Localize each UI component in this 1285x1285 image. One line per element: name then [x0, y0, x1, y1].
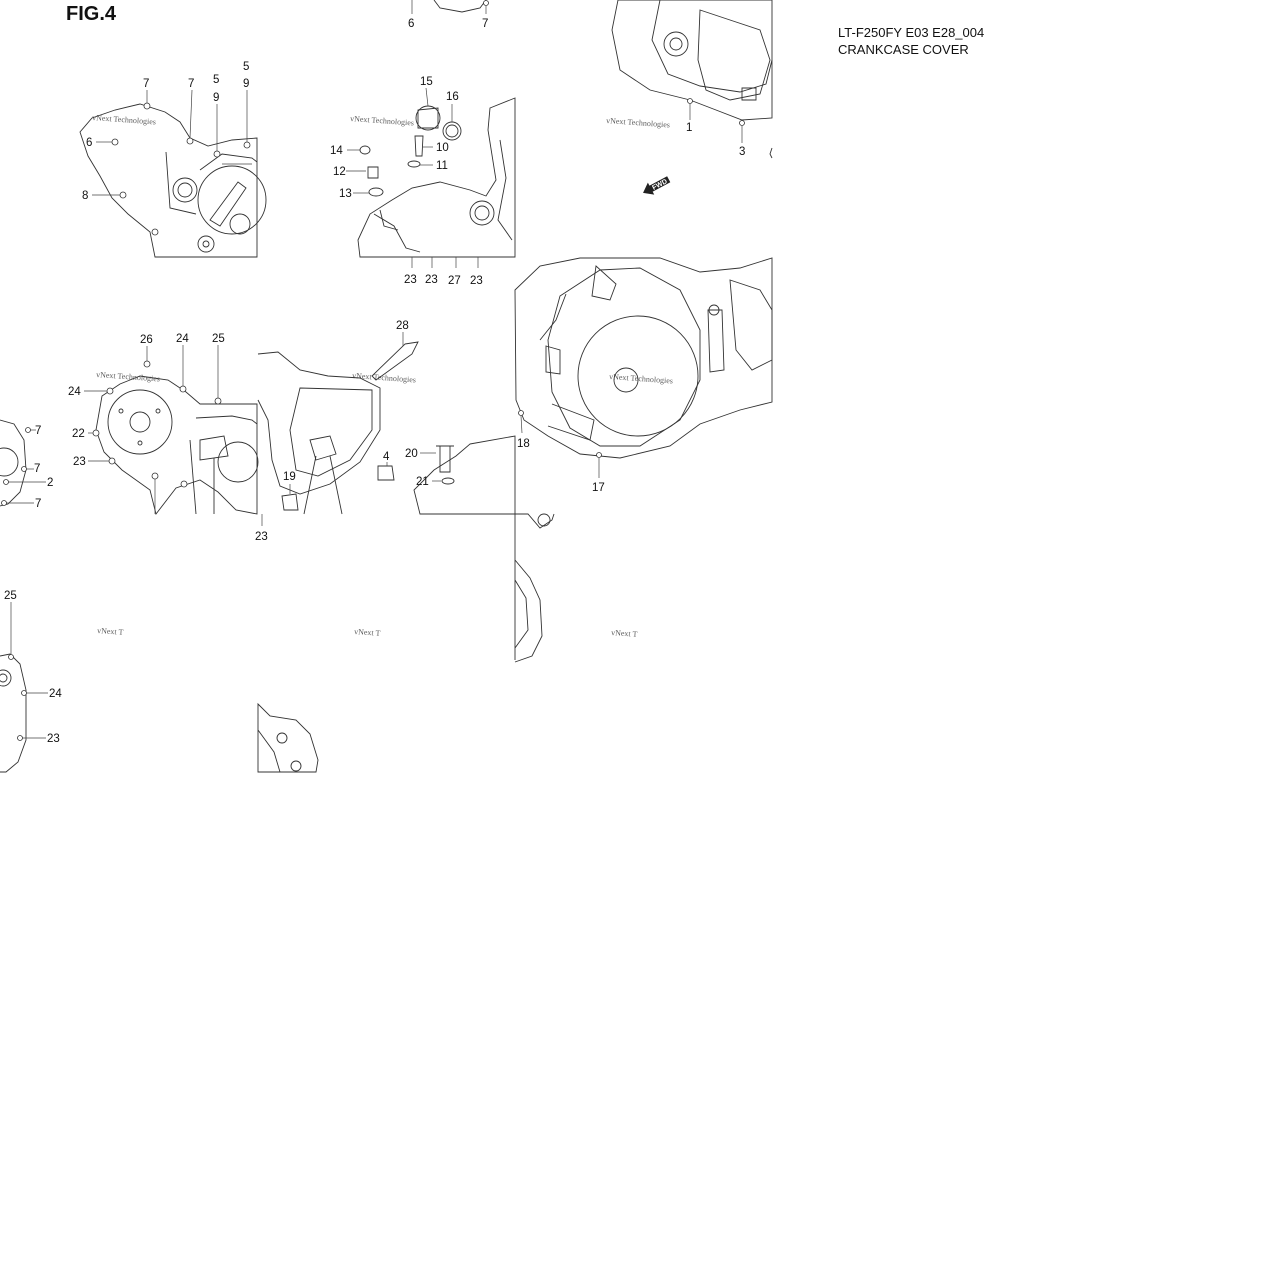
watermark: vNext Technologies: [92, 113, 156, 126]
callout: 19: [283, 471, 296, 483]
figure-title: FIG.4: [66, 3, 117, 25]
callout: 7: [35, 425, 41, 437]
callout: 15: [420, 76, 433, 88]
callout: 20: [405, 448, 418, 460]
forward-marker-label: FWD: [651, 178, 668, 192]
callout: 27: [448, 275, 461, 287]
callout: 4: [383, 451, 390, 463]
callout: 23: [73, 456, 86, 468]
tile-crankcase-lower: [514, 513, 555, 663]
callout: 12: [333, 166, 346, 178]
callout: 5: [213, 74, 219, 86]
callout: 23: [470, 275, 483, 287]
callout: 7: [188, 78, 194, 90]
callout: 26: [140, 334, 153, 346]
tile-left-cover-mid: 7 7 2 7 26 24 25 24 22 23: [0, 333, 259, 516]
callout: 7: [35, 498, 41, 510]
callout: 24: [49, 688, 62, 700]
callout: 8: [82, 190, 88, 202]
tile-housing-mid: 28 19 4 20 21 23: [255, 320, 516, 543]
part-name-label: CRANKCASE COVER: [838, 42, 969, 57]
callout: 22: [72, 428, 85, 440]
callout: 25: [4, 590, 17, 602]
callout: 6: [408, 18, 414, 30]
callout: 7: [482, 18, 488, 30]
callout: 3: [739, 146, 745, 158]
watermark: vNext Technologies: [609, 372, 673, 385]
callout: 21: [416, 476, 429, 488]
watermark: vNext Technologies: [352, 371, 416, 384]
callout: 24: [176, 333, 189, 345]
callout: 1: [686, 122, 692, 134]
tile-filler-top: 6 7 15 16 14 10 12 11 13 23 2: [330, 0, 516, 287]
callout: 9: [213, 92, 219, 104]
callout: 5: [243, 61, 249, 73]
callout: 2: [47, 477, 53, 489]
callout: 7: [34, 463, 40, 475]
callout: 25: [212, 333, 225, 345]
watermark: vNext Technologies: [350, 114, 414, 127]
callout: 23: [404, 274, 417, 286]
callout: 18: [517, 438, 530, 450]
tile-housing-lower: [257, 702, 319, 773]
callout: 7: [143, 78, 149, 90]
watermark: vNext Technologies: [606, 116, 670, 129]
callout: 28: [396, 320, 409, 332]
callout: 23: [47, 733, 60, 745]
callout: 24: [68, 386, 81, 398]
watermark: vNext T: [611, 628, 638, 639]
callout: 6: [86, 137, 92, 149]
callout: 17: [592, 482, 605, 494]
callout: 16: [446, 91, 459, 103]
tile-crankcase-top-right: 1 3 FWD: [611, 0, 773, 195]
callout: 14: [330, 145, 343, 157]
callout: 13: [339, 188, 352, 200]
tile-crankcase-cover-mid: 18 17: [514, 257, 773, 494]
watermarks: vNext Technologies vNext Technologies vN…: [92, 113, 673, 639]
model-code-label: LT-F250FY E03 E28_004: [838, 25, 985, 40]
tile-left-cover-top: 7 7 5 9 5 9 6 8: [79, 61, 267, 258]
watermark: vNext T: [354, 627, 381, 638]
callout: 10: [436, 142, 449, 154]
callout: 23: [255, 531, 268, 543]
watermark: vNext Technologies: [96, 370, 160, 383]
callout: 11: [436, 160, 448, 172]
callout: 23: [425, 274, 438, 286]
watermark: vNext T: [97, 626, 124, 637]
callout: 9: [243, 78, 249, 90]
forward-arrow-icon: FWD: [643, 176, 671, 195]
tile-left-cover-lower: 25 24 23: [0, 590, 62, 773]
